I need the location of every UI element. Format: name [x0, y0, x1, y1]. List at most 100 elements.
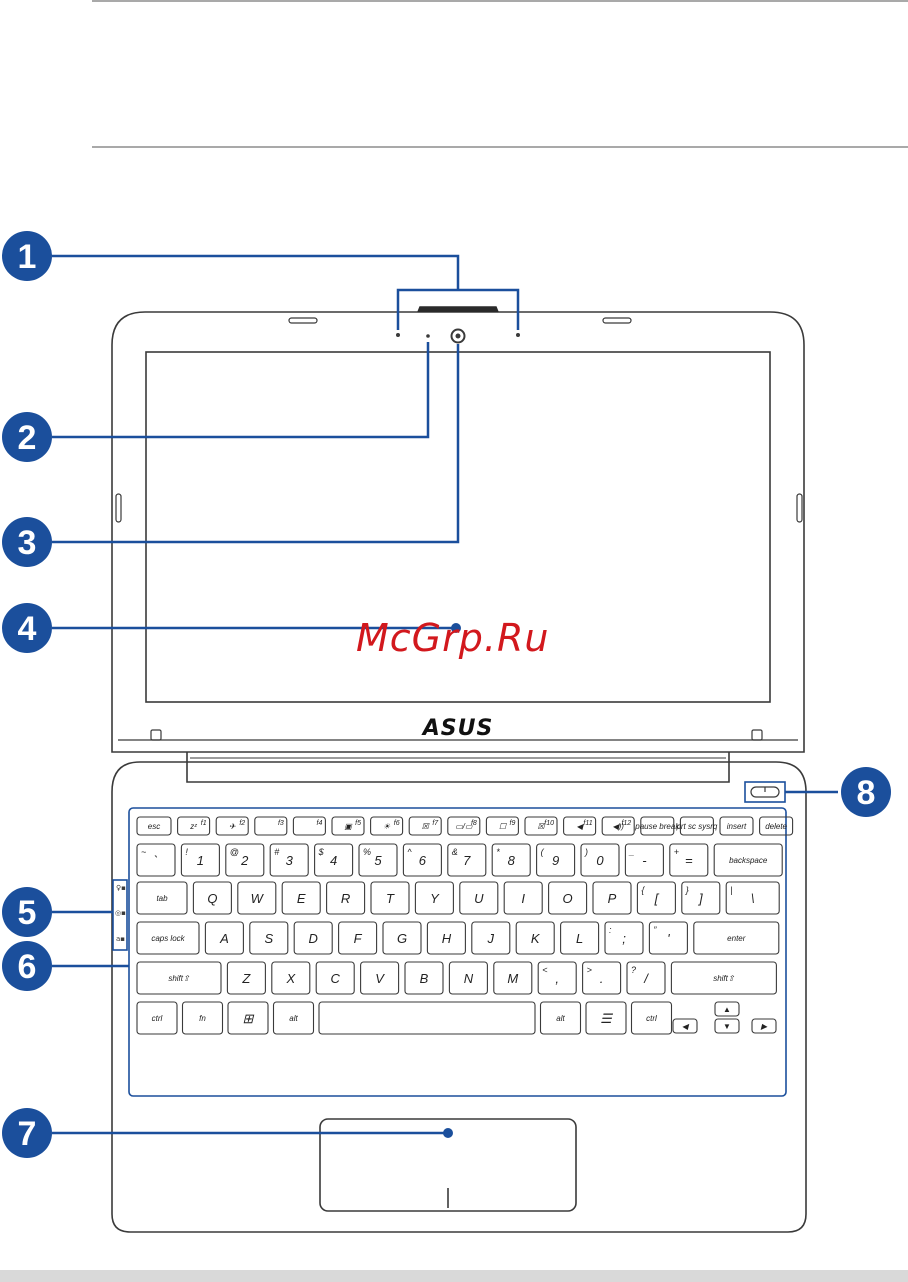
letter-key: F [338, 921, 378, 955]
callout-6: 6 [2, 941, 52, 991]
key-label: shift⇧ [713, 974, 735, 983]
left-lid-pad [150, 729, 162, 741]
callout-label: 7 [18, 1115, 37, 1153]
letter-key: Q [192, 881, 232, 915]
callout-1: 1 [2, 231, 52, 281]
fn-key: ◀)) [601, 816, 635, 836]
key-shift-label: + [674, 847, 679, 857]
key-shift-label: # [274, 847, 280, 857]
letter-key: K [515, 921, 555, 955]
number-key: 7& [447, 843, 487, 877]
left-bumper [115, 493, 122, 523]
key-label: 4 [330, 853, 337, 868]
key-label: ] [697, 891, 703, 906]
letter-key: D [293, 921, 333, 955]
number-key: 1! [180, 843, 220, 877]
key-label: alt [556, 1014, 565, 1023]
key-label: ◀ [577, 822, 585, 831]
key-label: shift⇧ [168, 974, 190, 983]
key-label: A [219, 931, 229, 946]
key-label: ☀ [383, 822, 391, 831]
key-label: T [386, 891, 395, 906]
key-label: = [685, 853, 693, 868]
key-label: ctrl [152, 1014, 163, 1023]
touchpad-marker [443, 1128, 453, 1138]
key-label: ▶ [760, 1022, 768, 1031]
touchpad [319, 1118, 577, 1212]
letter-key: W [237, 881, 277, 915]
key-label: ▭/▭ [455, 822, 473, 831]
fn-key-number: f4 [317, 820, 323, 827]
letter-key: A [204, 921, 244, 955]
key-label: 3 [286, 853, 294, 868]
callout-label: 2 [18, 419, 37, 457]
fn-key-number: f12 [621, 820, 631, 827]
key-label: / [643, 971, 649, 986]
keyboard-frame [128, 807, 787, 1097]
key-shift-label: & [452, 847, 458, 857]
key-label: fn [199, 1014, 206, 1023]
key-label: E [297, 891, 306, 906]
key-shift-label: $ [318, 847, 325, 857]
key-shift-label: ” [653, 925, 657, 935]
key-shift-label: } [685, 885, 689, 895]
top-rule [92, 0, 908, 2]
key-shift-label: ) [584, 847, 588, 857]
hinge-bar [186, 752, 730, 783]
key-label: Q [207, 891, 217, 906]
key-shift-label: : [609, 925, 612, 935]
fn-key: prt sc sysrq [675, 816, 718, 836]
key-label: 1 [197, 853, 204, 868]
fn-key [254, 816, 288, 836]
key-label: G [397, 931, 407, 946]
key-label: ✈ [229, 822, 236, 831]
letter-key: L [560, 921, 600, 955]
callout-7: 7 [2, 1108, 52, 1158]
arrow-left-key: ◀ [672, 1018, 698, 1034]
letter-key: H [426, 921, 466, 955]
modifier-key: ctrl [136, 1001, 178, 1035]
key-shift-label: _ [628, 847, 634, 857]
key-label: Y [430, 891, 440, 906]
key-label: , [555, 971, 559, 986]
key-label: P [608, 891, 617, 906]
fn-key: ☒ [408, 816, 442, 836]
letter-key: R [326, 881, 366, 915]
letter-key: O [548, 881, 588, 915]
key-shift-label: % [363, 847, 371, 857]
key-label: 2 [240, 853, 249, 868]
number-key: 3# [269, 843, 309, 877]
fn-key: pause break [634, 816, 680, 836]
letter-key: enter [693, 921, 780, 955]
number-key: 6^ [402, 843, 442, 877]
key-shift-label: | [730, 885, 732, 895]
key-shift-label: @ [230, 847, 239, 857]
callout-4: 4 [2, 603, 52, 653]
arrow-down-key: ▼ [714, 1018, 740, 1034]
key-label: prt sc sysrq [675, 822, 717, 831]
key-label: insert [727, 822, 747, 831]
fn-key-number: f10 [544, 820, 554, 827]
key-shift-label: * [496, 847, 500, 857]
letter-key: P [592, 881, 632, 915]
fn-key-number: f9 [510, 820, 516, 827]
base-outline [111, 761, 807, 1233]
right-lid-pad [751, 729, 763, 741]
key-label: ▼ [723, 1022, 731, 1031]
callout-8: 8 [841, 767, 891, 817]
key-label: L [576, 931, 583, 946]
key-label: ☒ [537, 822, 545, 831]
number-key: 8* [491, 843, 531, 877]
key-label: \ [751, 891, 755, 906]
key-label: . [600, 971, 604, 986]
letter-key: [{ [636, 881, 676, 915]
callout-label: 1 [18, 238, 37, 276]
camera-indicator [426, 334, 430, 338]
key-shift-label: < [542, 965, 547, 975]
number-key: 4$ [314, 843, 354, 877]
letter-key: tab [136, 881, 188, 915]
callout-label: 4 [18, 610, 37, 648]
status-indicators [112, 879, 128, 951]
key-label: 0 [596, 853, 604, 868]
key-label: 7 [463, 853, 471, 868]
